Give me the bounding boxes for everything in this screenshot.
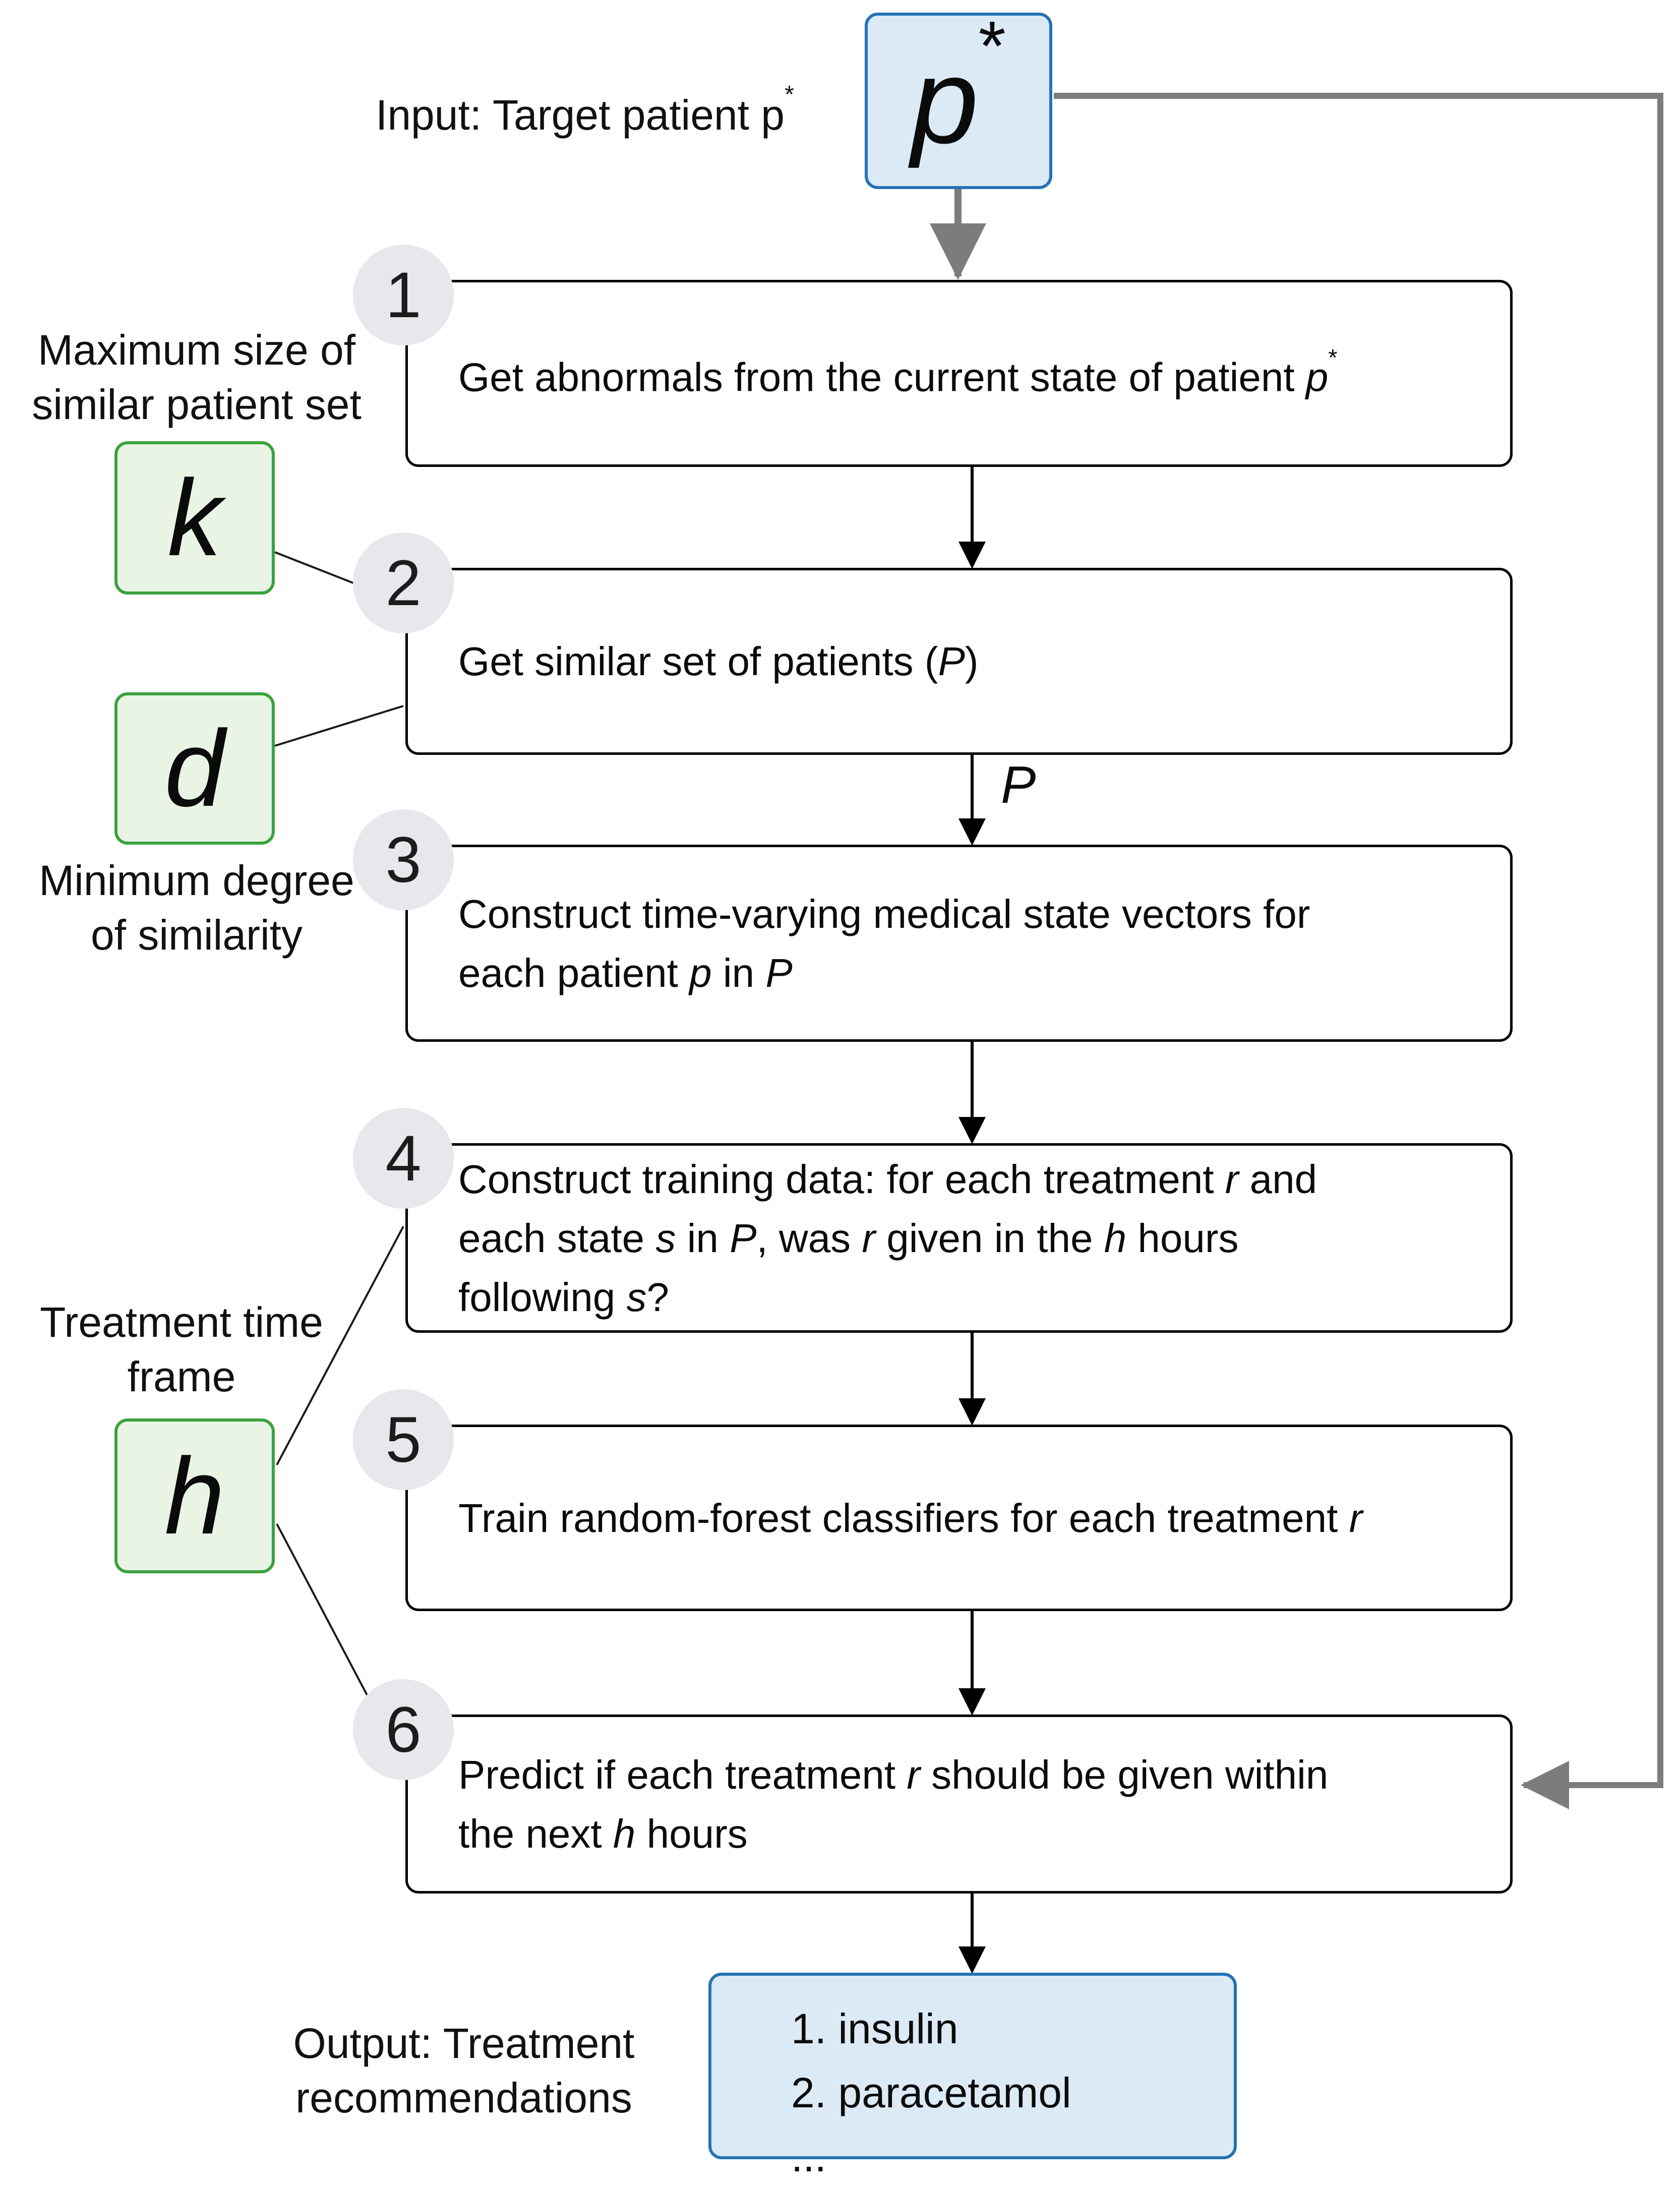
connector-k-step2 <box>274 551 355 584</box>
param-symbol-d: d <box>164 707 225 829</box>
step-badge-4: 4 <box>353 1108 454 1209</box>
pstar-symbol: p* <box>911 7 1006 168</box>
step-text-4: Construct training data: for each treatm… <box>458 1156 1317 1320</box>
connector-h-step4 <box>276 1226 404 1465</box>
param-symbol-h: h <box>164 1435 225 1557</box>
step-box-4: Construct training data: for each treatm… <box>405 1143 1513 1333</box>
connector-d-step2 <box>274 705 404 747</box>
step-text-2: Get similar set of patients (P) <box>458 639 979 684</box>
step-badge-6: 6 <box>353 1679 454 1780</box>
step-text-3: Construct time-varying medical state vec… <box>458 891 1310 995</box>
output-recommendation-list: 1. insulin 2. paracetamol ... <box>791 2005 1071 2180</box>
param-node-h: h <box>114 1418 275 1573</box>
step-badge-5: 5 <box>353 1389 454 1490</box>
output-node: 1. insulin 2. paracetamol ... <box>708 1973 1237 2180</box>
step-badge-1: 1 <box>353 245 454 345</box>
edge-label-P: P <box>1001 756 1036 814</box>
step-box-2: Get similar set of patients (P) <box>405 568 1513 755</box>
param-label-k: Maximum size of similar patient set <box>32 326 362 428</box>
param-node-k: k <box>114 441 275 595</box>
step-box-5: Train random-forest classifiers for each… <box>405 1425 1513 1611</box>
step-box-6: Predict if each treatment r should be gi… <box>405 1714 1513 1894</box>
param-symbol-k: k <box>167 457 222 578</box>
step-text-5: Train random-forest classifiers for each… <box>458 1495 1363 1541</box>
edge-input-to-step6-feedback <box>1054 93 1663 1809</box>
step-box-3: Construct time-varying medical state vec… <box>405 845 1513 1042</box>
step-badge-2: 2 <box>353 533 454 633</box>
input-label: Input: Target patient p* <box>375 81 794 139</box>
param-label-d: Minimum degree of similarity <box>39 857 354 959</box>
connector-h-step6 <box>276 1523 375 1709</box>
step-text-1: Get abnormals from the current state of … <box>458 344 1338 400</box>
step-text-6: Predict if each treatment r should be gi… <box>458 1752 1329 1856</box>
step-badge-3: 3 <box>353 809 454 910</box>
param-node-d: d <box>114 692 275 845</box>
param-label-h: Treatment time frame <box>40 1298 323 1400</box>
output-label: Output: Treatment recommendations <box>293 2020 635 2121</box>
input-node-pstar: p* <box>865 7 1052 189</box>
step-box-1: Get abnormals from the current state of … <box>405 280 1513 467</box>
